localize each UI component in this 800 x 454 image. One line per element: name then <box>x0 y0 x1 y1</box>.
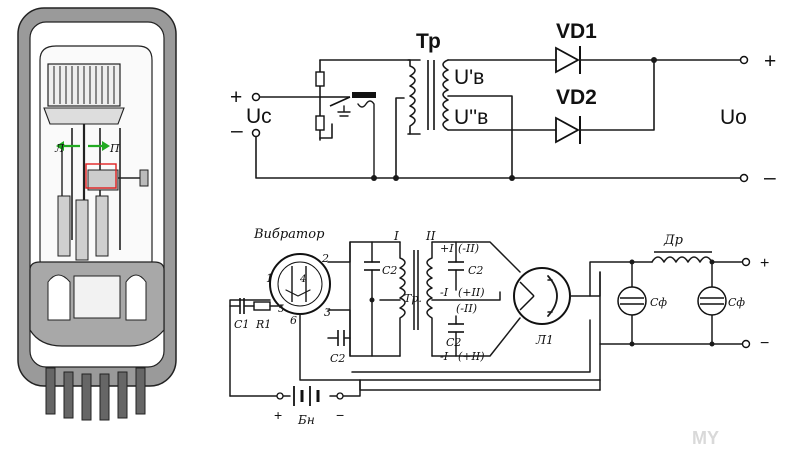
vibrator-cutaway-drawing: Л П <box>17 7 177 421</box>
pin-5-label: 5 <box>278 304 284 315</box>
diode-vd2 <box>555 116 580 144</box>
resistor-r1 <box>253 301 271 311</box>
sec-plus-i-label: +I <box>440 242 454 255</box>
pin-6-label: 6 <box>290 314 297 327</box>
vibrator-psu-schematic: Вибратор 1 2 3 4 5 6 C1 R1 C2 C2 <box>229 227 769 427</box>
filter-cap-2-label: Cф <box>728 296 745 309</box>
psu-output-plus <box>741 257 751 267</box>
psu-plus-sign: + <box>760 255 769 272</box>
tr-label: Тр. <box>404 292 422 305</box>
output-plus-terminal <box>739 55 749 65</box>
diode-vd1-label: VD1 <box>556 20 597 43</box>
diode-vd2-label: VD2 <box>556 86 597 109</box>
choke-label: Др <box>663 233 684 248</box>
cap-c1-label: C1 <box>234 318 249 331</box>
roman-1-label: I <box>393 229 399 243</box>
battery-plus-sign: + <box>274 407 282 423</box>
rectifier-label: Л1 <box>535 333 554 347</box>
sec-minus-ii-b-label: (-II) <box>456 302 477 315</box>
input-minus-sign: – <box>231 119 243 142</box>
input-plus-terminal <box>251 92 261 102</box>
output-minus-terminal <box>739 173 749 183</box>
cap-c2-label-1: C2 <box>382 264 397 277</box>
sec-plus-ii-a-label: (+II) <box>458 286 485 299</box>
output-plus-sign: + <box>764 50 776 73</box>
battery-label: Бн <box>297 413 315 427</box>
converter-schematic: + – Uc Тр U'в U''в <box>230 20 776 189</box>
sec-minus-ii-a-label: (-II) <box>458 242 479 255</box>
base-pins <box>45 367 146 421</box>
input-minus-terminal <box>251 128 261 138</box>
vibrator-label-left: Л <box>54 142 65 155</box>
psu-minus-sign: − <box>760 335 769 352</box>
pin-1-label: 1 <box>266 272 273 285</box>
choke <box>651 256 743 263</box>
cap-c2-label-2: C2 <box>330 352 345 365</box>
roman-2-label: II <box>425 229 436 243</box>
battery-minus-sign: − <box>336 407 344 423</box>
pin-2-label: 2 <box>321 252 329 265</box>
transformer-label: Тр <box>416 30 441 53</box>
pin-3-label: 3 <box>324 306 331 319</box>
filter-cap-2 <box>697 286 727 316</box>
watermark: MY <box>692 428 719 448</box>
res-r1-label: R1 <box>255 318 271 331</box>
vibrator-label-right: П <box>109 142 120 155</box>
cap-c2-label-4: C2 <box>446 336 461 349</box>
rectifier-tube-l1 <box>513 267 571 325</box>
winding-1-label: U'в <box>454 66 484 89</box>
winding-2-label: U''в <box>454 106 488 129</box>
vibrator-contact <box>329 96 351 107</box>
contact-highlight <box>85 163 117 189</box>
filter-cap-1-label: Cф <box>650 296 667 309</box>
filter-cap-1 <box>617 286 647 316</box>
vibrator-label: Вибратор <box>253 227 325 242</box>
psu-output-minus <box>741 339 751 349</box>
sec-minus-i-label: -I <box>440 286 449 299</box>
input-voltage-label: Uc <box>246 105 272 128</box>
diode-vd1 <box>555 46 580 74</box>
resistor-top <box>315 71 325 87</box>
output-voltage-label: Uo <box>720 106 747 129</box>
cap-c2-label-3: C2 <box>468 264 483 277</box>
output-minus-sign: – <box>764 166 776 189</box>
pin-4-label: 4 <box>299 274 306 285</box>
input-plus-sign: + <box>230 86 242 109</box>
vibrator-core <box>352 92 376 98</box>
